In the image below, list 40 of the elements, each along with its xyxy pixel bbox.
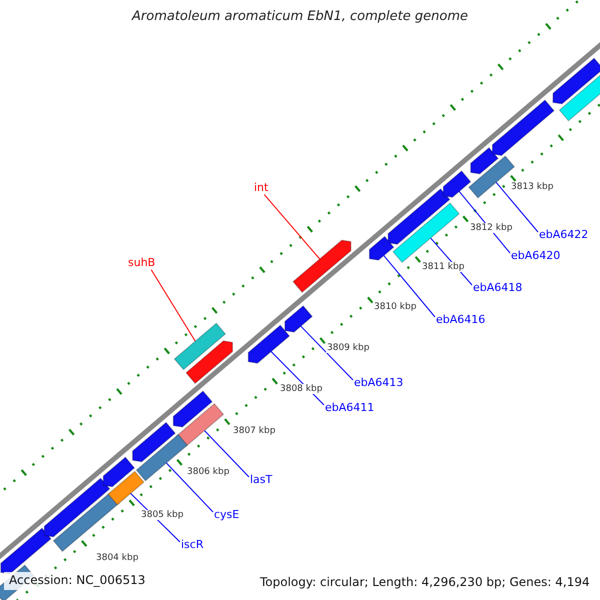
genome-summary-text: Topology: circular; Length: 4,296,230 bp; Genes: 4,194: [260, 574, 590, 591]
position-label: 3811 kbp: [421, 262, 466, 272]
gene-label: ebA6418: [473, 282, 522, 295]
gene-feature: [442, 170, 472, 198]
gene-label: ebA6413: [354, 377, 404, 390]
gene-label: ebA6422: [539, 229, 588, 242]
gene-feature: [108, 470, 145, 506]
gene-label: lasT: [250, 474, 272, 487]
gene-feature: [368, 236, 394, 261]
leader-line: [300, 326, 354, 380]
position-label: 3808 kbp: [279, 384, 324, 394]
gene-feature: [284, 305, 313, 333]
gene-feature: [174, 322, 226, 370]
gene-label: suhB: [128, 257, 156, 270]
position-label: 3813 kbp: [510, 182, 554, 192]
leader-line: [150, 269, 196, 342]
gene-label: ebA6411: [325, 402, 374, 415]
gene-label: ebA6416: [436, 314, 486, 327]
gene-feature: [136, 434, 188, 482]
position-label: 3806 kbp: [186, 467, 230, 478]
gene-feature: [292, 240, 352, 293]
position-label: 3805 kbp: [140, 510, 184, 520]
leader-line: [264, 194, 320, 260]
gene-label: ebA6420: [511, 250, 560, 263]
position-label: 3807 kbp: [232, 426, 276, 436]
leader-line: [496, 182, 538, 232]
gene-label: cysE: [214, 509, 240, 522]
position-label: 3810 kbp: [373, 302, 418, 312]
position-label: 3809 kbp: [326, 343, 370, 354]
position-label: 3804 kbp: [95, 553, 140, 564]
gene-feature: [176, 403, 224, 448]
position-label: 3812 kbp: [469, 223, 514, 234]
gene-feature: [248, 324, 290, 364]
leader-line: [204, 430, 250, 478]
gene-label: iscR: [181, 539, 204, 552]
gene-label: int: [254, 182, 268, 195]
leader-line: [383, 255, 436, 318]
gene-feature: [392, 202, 460, 264]
leader-line: [166, 462, 214, 512]
title: Aromatoleum aromaticum EbN1, complete genome: [130, 10, 469, 25]
